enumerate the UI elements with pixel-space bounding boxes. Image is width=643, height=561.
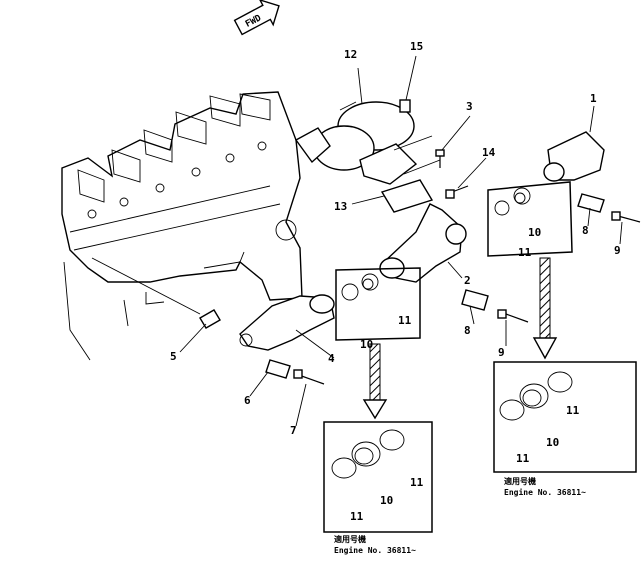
callout-11-left-box-a: 11 <box>350 510 364 523</box>
seal-ring-box-middle <box>335 267 421 341</box>
leader-lines <box>91 55 623 427</box>
note-right-engine: Engine No. 36811~ <box>504 487 586 497</box>
note-right-jp: 適用号機 <box>504 476 536 486</box>
callout-11-upper: 11 <box>518 246 532 259</box>
callout-1: 1 <box>590 92 597 105</box>
gasket-13 <box>380 179 434 213</box>
callout-7: 7 <box>290 424 297 437</box>
callout-10-upper: 10 <box>528 226 541 239</box>
exhaust-manifold-2 <box>379 203 467 283</box>
callout-9-center: 9 <box>498 346 505 359</box>
bolt-9-center <box>505 313 529 323</box>
callout-14: 14 <box>482 146 496 159</box>
callout-12: 12 <box>344 48 357 61</box>
callout-11-right-box-a: 11 <box>516 452 530 465</box>
bolt-9-right <box>617 215 641 223</box>
exhaust-manifold-4 <box>239 294 335 351</box>
callout-11-middle: 11 <box>398 314 412 327</box>
note-left-engine: Engine No. 36811~ <box>334 545 416 555</box>
callout-5: 5 <box>170 350 177 363</box>
detail-box-right <box>493 361 637 473</box>
elbow-1 <box>543 131 605 182</box>
sleeve-6 <box>265 359 291 379</box>
note-left-jp: 適用号機 <box>334 534 366 544</box>
callout-11-left-box-b: 11 <box>410 476 424 489</box>
callout-4: 4 <box>328 352 335 365</box>
callout-8-center: 8 <box>464 324 471 337</box>
nut-15 <box>399 99 411 113</box>
callout-10-right-box: 10 <box>546 436 559 449</box>
callout-13: 13 <box>334 200 347 213</box>
callout-15: 15 <box>410 40 423 53</box>
callout-6: 6 <box>244 394 251 407</box>
sleeve-8-right <box>577 193 605 213</box>
sleeve-8-center <box>461 289 489 311</box>
callout-3: 3 <box>466 100 473 113</box>
turbocharger-12 <box>294 101 418 185</box>
callout-9-right: 9 <box>614 244 621 257</box>
callout-2: 2 <box>464 274 471 287</box>
callout-11-right-box-b: 11 <box>566 404 580 417</box>
fwd-arrow-icon: FWD <box>233 0 280 36</box>
callout-8-right: 8 <box>582 224 589 237</box>
down-arrow-icon <box>532 257 558 360</box>
gasket-5 <box>199 309 221 329</box>
down-arrow-icon <box>362 343 388 420</box>
detail-box-left <box>323 421 433 533</box>
seal-ring-box-upper <box>487 181 573 257</box>
engine-block <box>61 91 303 361</box>
callout-10-left-box: 10 <box>380 494 393 507</box>
callout-10-middle: 10 <box>360 338 373 351</box>
